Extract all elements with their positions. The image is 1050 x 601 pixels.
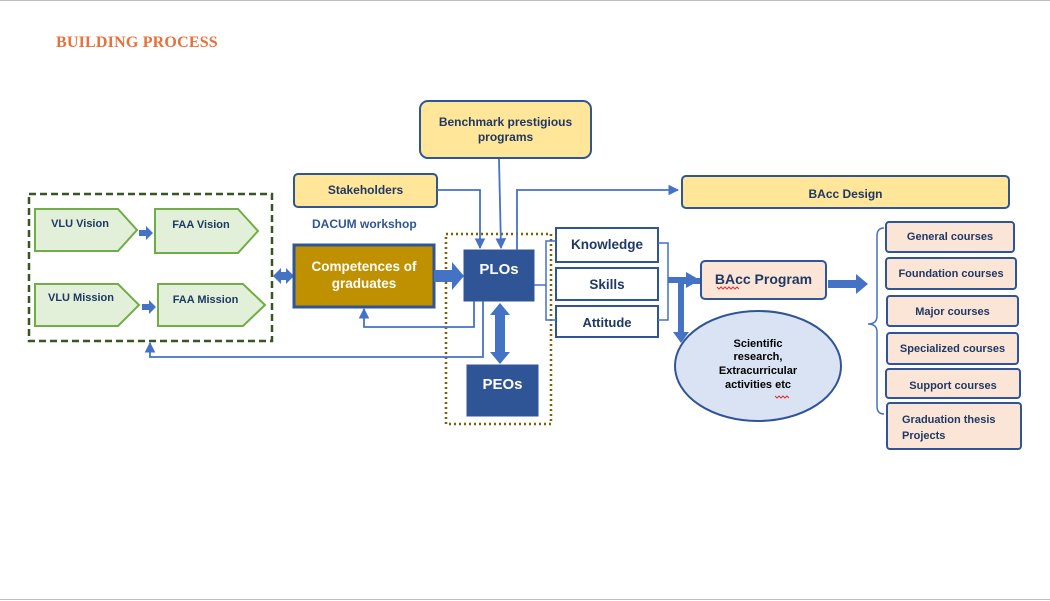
plos-competences-feedback xyxy=(358,301,475,328)
spellcheck-underline xyxy=(716,286,740,290)
competences-label: Competences of graduates xyxy=(311,259,417,291)
research-ellipse xyxy=(674,310,842,422)
bottom-border xyxy=(0,599,1050,600)
peos-label: PEOs xyxy=(482,375,523,393)
plos-peos-arrow xyxy=(490,303,510,364)
skills-box xyxy=(555,267,659,301)
vlu-mission-shape xyxy=(34,283,141,327)
vision-mission-group xyxy=(27,192,274,343)
knowledge-label: Knowledge xyxy=(570,236,643,252)
attitude-label: Attitude xyxy=(582,314,632,330)
course-box xyxy=(885,257,1017,290)
faa-mission-shape xyxy=(157,283,267,327)
group-competences-arrow xyxy=(273,268,294,284)
attitude-box xyxy=(555,305,659,338)
course-label: Major courses xyxy=(915,306,990,319)
page-title: BUILDING PROCESS xyxy=(56,34,218,51)
peos-box xyxy=(466,364,539,417)
skills-label: Skills xyxy=(589,276,625,292)
competences-box xyxy=(292,243,436,309)
vlu-vision-shape xyxy=(34,208,139,252)
faa-vision-shape xyxy=(154,208,260,254)
course-label: Support courses xyxy=(909,379,997,392)
vision-arrow xyxy=(139,226,153,240)
course-box xyxy=(886,402,1022,450)
benchmark-plos-connector xyxy=(495,158,507,250)
bacc-program-box xyxy=(700,260,827,300)
spellcheck-underline xyxy=(774,395,790,399)
plos-label: PLOs xyxy=(479,260,519,278)
course-box xyxy=(885,368,1021,399)
course-box xyxy=(886,295,1019,327)
vlu-vision-label: VLU Vision xyxy=(51,218,109,231)
plos-design-connector xyxy=(516,184,680,250)
course-label: General courses xyxy=(906,231,994,244)
faa-mission-label: FAA Mission xyxy=(172,293,239,306)
top-border xyxy=(0,0,1050,1)
plos-box xyxy=(463,249,535,302)
ksa-right-bracket xyxy=(658,242,669,321)
program-courses-arrow xyxy=(828,274,868,294)
benchmark-box xyxy=(419,100,592,159)
course-label: Foundation courses xyxy=(898,267,1004,280)
faa-vision-label: FAA Vision xyxy=(172,219,230,232)
course-label: Specialized courses xyxy=(899,343,1006,356)
benchmark-label: Benchmark prestigious programs xyxy=(438,114,573,144)
bacc-program-label: BAcc Program xyxy=(714,271,813,288)
vlu-mission-label: VLU Mission xyxy=(47,292,114,305)
knowledge-box xyxy=(555,227,659,263)
bacc-design-box xyxy=(681,175,1010,209)
competences-plos-arrow xyxy=(434,262,464,290)
stakeholders-plos-connector xyxy=(437,189,486,250)
course-box xyxy=(886,332,1019,365)
plo-peo-group xyxy=(444,232,553,426)
dacum-label: DACUM workshop xyxy=(312,217,417,231)
plos-group-feedback xyxy=(144,301,484,358)
research-label: Scientific research, Extracurricular act… xyxy=(718,337,798,391)
courses-brace xyxy=(867,227,885,415)
course-box xyxy=(885,221,1015,253)
stakeholders-label: Stakeholders xyxy=(327,183,404,197)
ksa-left-bracket xyxy=(545,240,556,321)
program-research-arrow xyxy=(673,278,700,343)
bacc-design-label: BAcc Design xyxy=(808,186,883,201)
course-label: Graduation thesis Projects xyxy=(902,414,996,442)
mission-arrow xyxy=(142,300,156,314)
